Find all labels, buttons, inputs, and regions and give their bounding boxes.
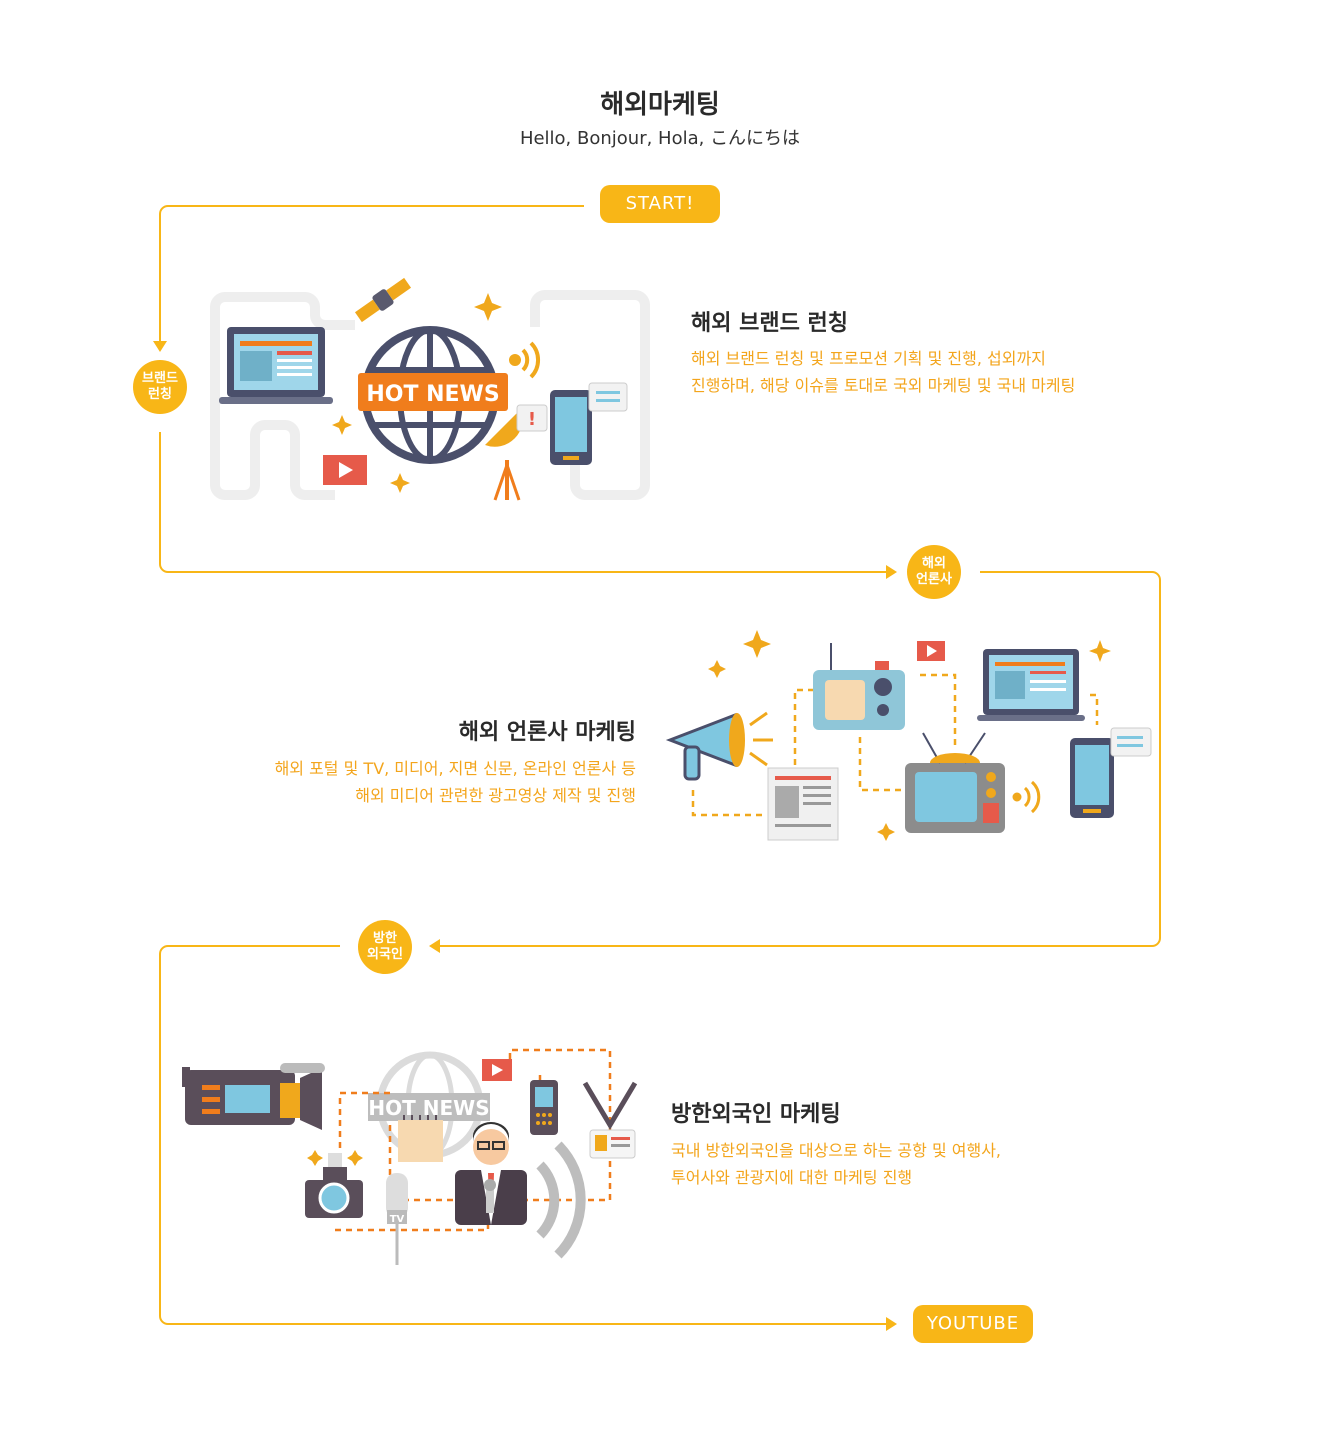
satellite-icon — [354, 277, 412, 323]
newspaper-icon — [767, 767, 839, 841]
step-badge-brand-launch: 브랜드 런칭 — [133, 360, 187, 414]
start-button[interactable]: START! — [600, 185, 720, 223]
brand-launch-illustration: HOT NEWS ! — [210, 277, 650, 501]
megaphone-icon — [665, 711, 773, 781]
camera-icon — [305, 1150, 363, 1218]
page-title: 해외마케팅 — [600, 90, 720, 120]
sparkle-icon — [332, 293, 502, 493]
broadcast-signal-icon — [536, 1141, 586, 1259]
sparkle-icon — [708, 630, 1111, 841]
smartphone-icon — [550, 390, 592, 465]
id-badge-icon — [582, 1081, 638, 1159]
reporter-icon — [455, 1122, 527, 1225]
television-icon — [905, 732, 1005, 833]
svg-text:!: ! — [528, 409, 536, 430]
notepad-icon — [398, 1115, 443, 1162]
tv-label: TV — [390, 1214, 405, 1225]
video-play-icon — [482, 1059, 512, 1081]
radio-icon — [813, 643, 905, 730]
section-media-title: 해외 언론사 마케팅 — [458, 720, 636, 745]
voice-recorder-icon — [530, 1080, 558, 1135]
hot-news-label: HOT NEWS — [366, 382, 499, 407]
step-badge-foreign-visitors: 방한 외국인 — [358, 920, 412, 974]
laptop-icon — [219, 327, 333, 404]
wifi-signal-icon — [509, 341, 541, 379]
microphone-icon: TV — [386, 1173, 408, 1265]
video-camera-icon — [182, 1063, 325, 1130]
video-play-icon — [917, 641, 945, 661]
smartphone-icon — [1070, 727, 1152, 818]
youtube-button[interactable]: YOUTUBE — [913, 1305, 1033, 1343]
section-brand-launch-desc: 해외 브랜드 런칭 및 프로모션 기획 및 진행, 섭외까지 진행하며, 해당 … — [691, 349, 1076, 395]
laptop-icon — [977, 649, 1085, 721]
page-subtitle: Hello, Bonjour, Hola, こんにちは — [519, 128, 801, 149]
video-play-icon — [323, 455, 367, 485]
step-badge-overseas-media: 해외 언론사 — [907, 545, 961, 599]
section-brand-launch-title: 해외 브랜드 런칭 — [691, 311, 848, 336]
wifi-signal-icon — [1012, 780, 1041, 814]
section-foreigner-desc: 국내 방한외국인을 대상으로 하는 공항 및 여행사, 투어사와 관광지에 대한… — [671, 1141, 1002, 1187]
foreigner-illustration: HOT NEWS TV — [182, 1048, 638, 1265]
chat-bubble-icon — [588, 382, 628, 412]
section-foreigner-title: 방한외국인 마케팅 — [671, 1102, 841, 1127]
section-media-desc: 해외 포털 및 TV, 미디어, 지면 신문, 온라인 언론사 등 해외 미디어… — [274, 759, 636, 805]
satellite-dish-icon — [485, 409, 523, 501]
alert-bubble-icon: ! — [516, 404, 548, 432]
media-illustration — [665, 630, 1152, 841]
